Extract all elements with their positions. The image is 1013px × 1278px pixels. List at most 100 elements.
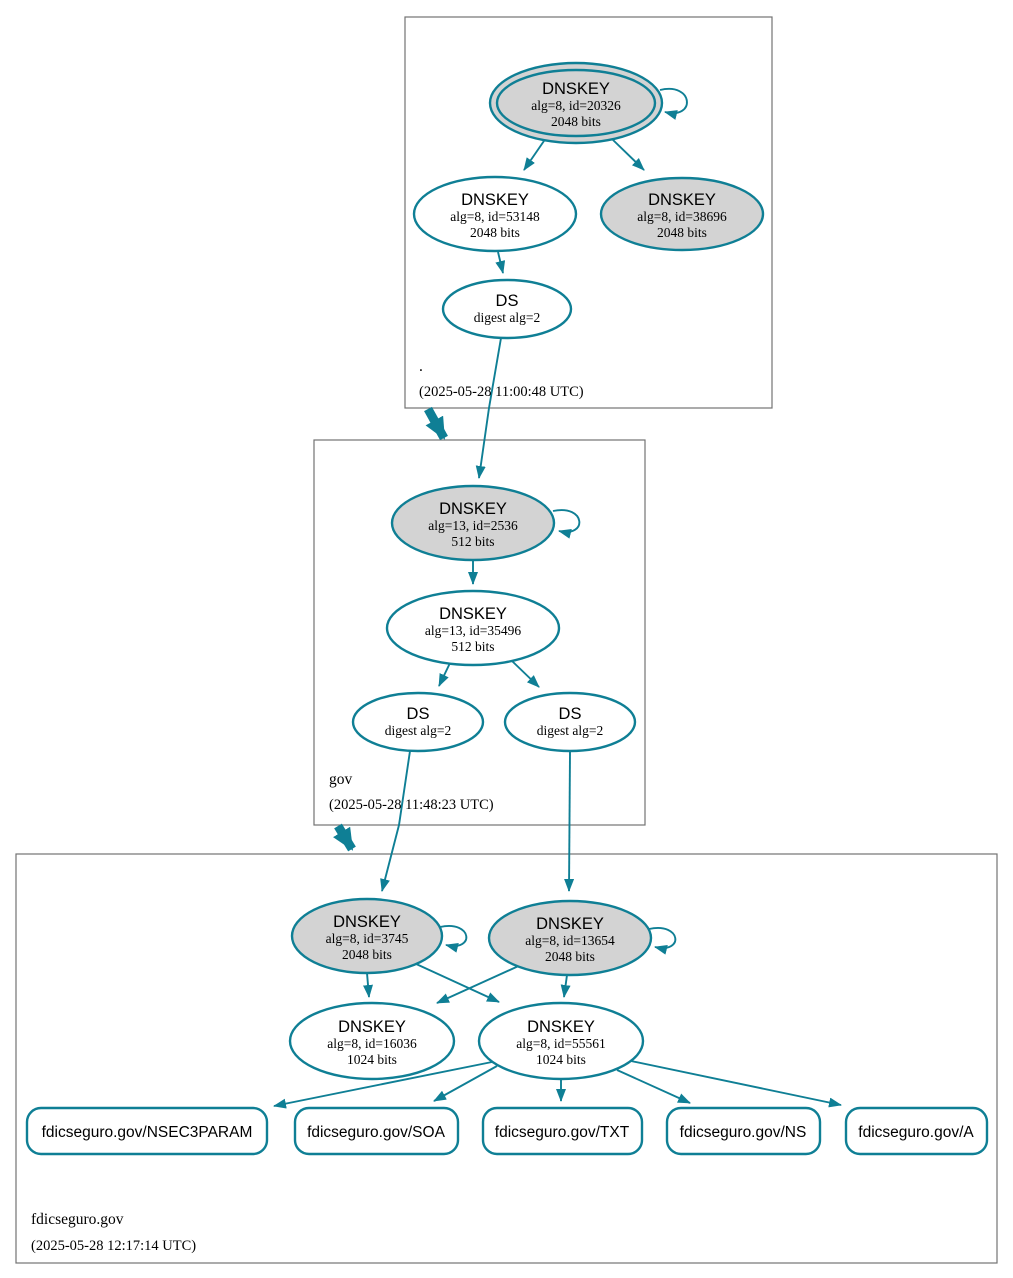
rrset-txt-label: fdicseguro.gov/TXT <box>495 1124 630 1141</box>
dnskey-38696-title: DNSKEY <box>648 191 716 209</box>
dnskey-2536-bits: 512 bits <box>451 534 494 549</box>
dnskey-35496-ellipse <box>385 589 561 667</box>
dnskey-13654-title: DNSKEY <box>536 915 604 933</box>
dnskey-53148-detail: alg=8, id=53148 <box>450 209 540 224</box>
edge-gov-ds1-to-fdic-ksk1 <box>380 750 411 892</box>
edge-gov-ksk-selfsign <box>552 509 581 539</box>
zone-box-fdicseguro <box>15 853 998 1264</box>
zone-label-gov: gov <box>329 771 353 788</box>
dnskey-55561-detail: alg=8, id=55561 <box>516 1036 605 1051</box>
zone-timestamp-fdicseguro: (2025-05-28 12:17:14 UTC) <box>31 1238 196 1254</box>
rrset-a: fdicseguro.gov/A <box>844 1106 989 1156</box>
rrset-soa-box <box>293 1106 460 1156</box>
rrset-a-label: fdicseguro.gov/A <box>858 1124 974 1141</box>
dnskey-35496-bits: 512 bits <box>451 639 494 654</box>
edge-fdic-zsk2-to-nsec3param <box>273 1061 493 1109</box>
dnskey-38696-ellipse <box>599 176 765 252</box>
dnskey-3745-detail: alg=8, id=3745 <box>326 931 409 946</box>
edge-delegation-root-to-gov <box>424 406 448 441</box>
dnskey-13654-bits: 2048 bits <box>545 949 595 964</box>
zone-timestamp-root: (2025-05-28 11:00:48 UTC) <box>419 384 584 400</box>
node-dnskey-38696: DNSKEY alg=8, id=38696 2048 bits <box>599 176 765 252</box>
edge-root-ksk-to-ksk2 <box>611 138 645 171</box>
dnskey-20326-title: DNSKEY <box>542 80 610 98</box>
rrset-ns: fdicseguro.gov/NS <box>665 1106 822 1156</box>
dnskey-2536-detail: alg=13, id=2536 <box>428 518 518 533</box>
edge-fdic-ksk2-to-zsk1 <box>436 963 524 1004</box>
edge-fdic-zsk2-to-soa <box>433 1065 498 1102</box>
gov-ds1-ellipse <box>351 691 485 753</box>
dnskey-53148-ellipse <box>412 175 578 253</box>
edge-fdic-ksk1-to-zsk2 <box>413 962 500 1003</box>
dnskey-16036-title: DNSKEY <box>338 1018 406 1036</box>
node-dnskey-35496: DNSKEY alg=13, id=35496 512 bits <box>385 589 561 667</box>
zone-fdicseguro: DNSKEY alg=8, id=3745 2048 bits DNSKEY a… <box>25 897 989 1254</box>
edge-root-ds-to-gov-ksk <box>475 337 502 479</box>
dnskey-38696-bits: 2048 bits <box>657 225 707 240</box>
node-gov-ds2: DS digest alg=2 <box>503 691 637 753</box>
dnskey-2536-title: DNSKEY <box>439 500 507 518</box>
node-root-ds: DS digest alg=2 <box>441 278 573 340</box>
edge-gov-zsk-to-ds2 <box>511 660 540 688</box>
gov-ds2-title: DS <box>559 705 582 723</box>
rrset-txt-box <box>481 1106 644 1156</box>
edge-fdic-ksk1-to-zsk1 <box>363 972 373 998</box>
zone-gov: DNSKEY alg=13, id=2536 512 bits DNSKEY a… <box>329 484 637 813</box>
dnskey-55561-ellipse <box>477 1001 645 1081</box>
rrset-soa-label: fdicseguro.gov/SOA <box>307 1124 446 1141</box>
dnskey-55561-title: DNSKEY <box>527 1018 595 1036</box>
dnskey-20326-outer-ellipse <box>488 61 664 145</box>
node-dnskey-55561: DNSKEY alg=8, id=55561 1024 bits <box>477 1001 645 1081</box>
edge-fdic-ksk2-selfsign <box>648 927 677 955</box>
dnskey-3745-title: DNSKEY <box>333 913 401 931</box>
rrset-ns-label: fdicseguro.gov/NS <box>680 1124 807 1141</box>
zone-label-fdicseguro: fdicseguro.gov <box>31 1211 124 1228</box>
rrset-nsec3param: fdicseguro.gov/NSEC3PARAM <box>25 1106 269 1156</box>
gov-ds1-detail: digest alg=2 <box>385 723 451 738</box>
node-dnskey-16036: DNSKEY alg=8, id=16036 1024 bits <box>288 1001 456 1081</box>
node-dnskey-53148: DNSKEY alg=8, id=53148 2048 bits <box>412 175 578 253</box>
node-dnskey-13654: DNSKEY alg=8, id=13654 2048 bits <box>487 899 653 977</box>
edge-gov-ds2-to-fdic-ksk2 <box>564 751 575 892</box>
dnskey-16036-ellipse <box>288 1001 456 1081</box>
node-dnskey-2536: DNSKEY alg=13, id=2536 512 bits <box>390 484 556 562</box>
edge-root-ksk-to-zsk <box>523 137 547 171</box>
edge-delegation-gov-to-fdicseguro <box>333 823 356 852</box>
rrset-nsec3param-label: fdicseguro.gov/NSEC3PARAM <box>42 1124 253 1141</box>
dnskey-16036-detail: alg=8, id=16036 <box>327 1036 417 1051</box>
zone-box-gov <box>313 439 646 826</box>
edge-root-zsk-to-ds <box>495 251 506 274</box>
dnskey-55561-bits: 1024 bits <box>536 1052 586 1067</box>
node-gov-ds1: DS digest alg=2 <box>351 691 485 753</box>
dnskey-35496-title: DNSKEY <box>439 605 507 623</box>
rrset-a-box <box>844 1106 989 1156</box>
edge-root-ksk-selfsign <box>659 87 688 120</box>
edge-fdic-ksk2-to-zsk2 <box>560 974 571 998</box>
edge-fdic-ksk1-selfsign <box>439 925 468 953</box>
zone-box-root <box>404 16 773 409</box>
root-ds-title: DS <box>496 292 519 310</box>
rrset-ns-box <box>665 1106 822 1156</box>
dnskey-20326-detail: alg=8, id=20326 <box>531 98 621 113</box>
dnskey-38696-detail: alg=8, id=38696 <box>637 209 727 224</box>
dnskey-13654-ellipse <box>487 899 653 977</box>
zone-label-root: . <box>419 358 423 375</box>
zone-root: DNSKEY alg=8, id=20326 2048 bits DNSKEY … <box>412 61 765 400</box>
gov-ds2-ellipse <box>503 691 637 753</box>
root-ds-detail: digest alg=2 <box>474 310 540 325</box>
rrset-soa: fdicseguro.gov/SOA <box>293 1106 460 1156</box>
node-dnskey-20326: DNSKEY alg=8, id=20326 2048 bits <box>488 61 664 145</box>
dnskey-2536-ellipse <box>390 484 556 562</box>
dnskey-16036-bits: 1024 bits <box>347 1052 397 1067</box>
edge-fdic-zsk2-to-a <box>630 1060 842 1108</box>
dnskey-20326-bits: 2048 bits <box>551 114 601 129</box>
gov-ds2-detail: digest alg=2 <box>537 723 603 738</box>
rrset-nsec3param-box <box>25 1106 269 1156</box>
dnskey-35496-detail: alg=13, id=35496 <box>425 623 521 638</box>
edge-gov-zsk-to-ds1 <box>438 662 451 687</box>
dnskey-53148-bits: 2048 bits <box>470 225 520 240</box>
dnskey-13654-detail: alg=8, id=13654 <box>525 933 615 948</box>
root-ds-ellipse <box>441 278 573 340</box>
rrset-txt: fdicseguro.gov/TXT <box>481 1106 644 1156</box>
